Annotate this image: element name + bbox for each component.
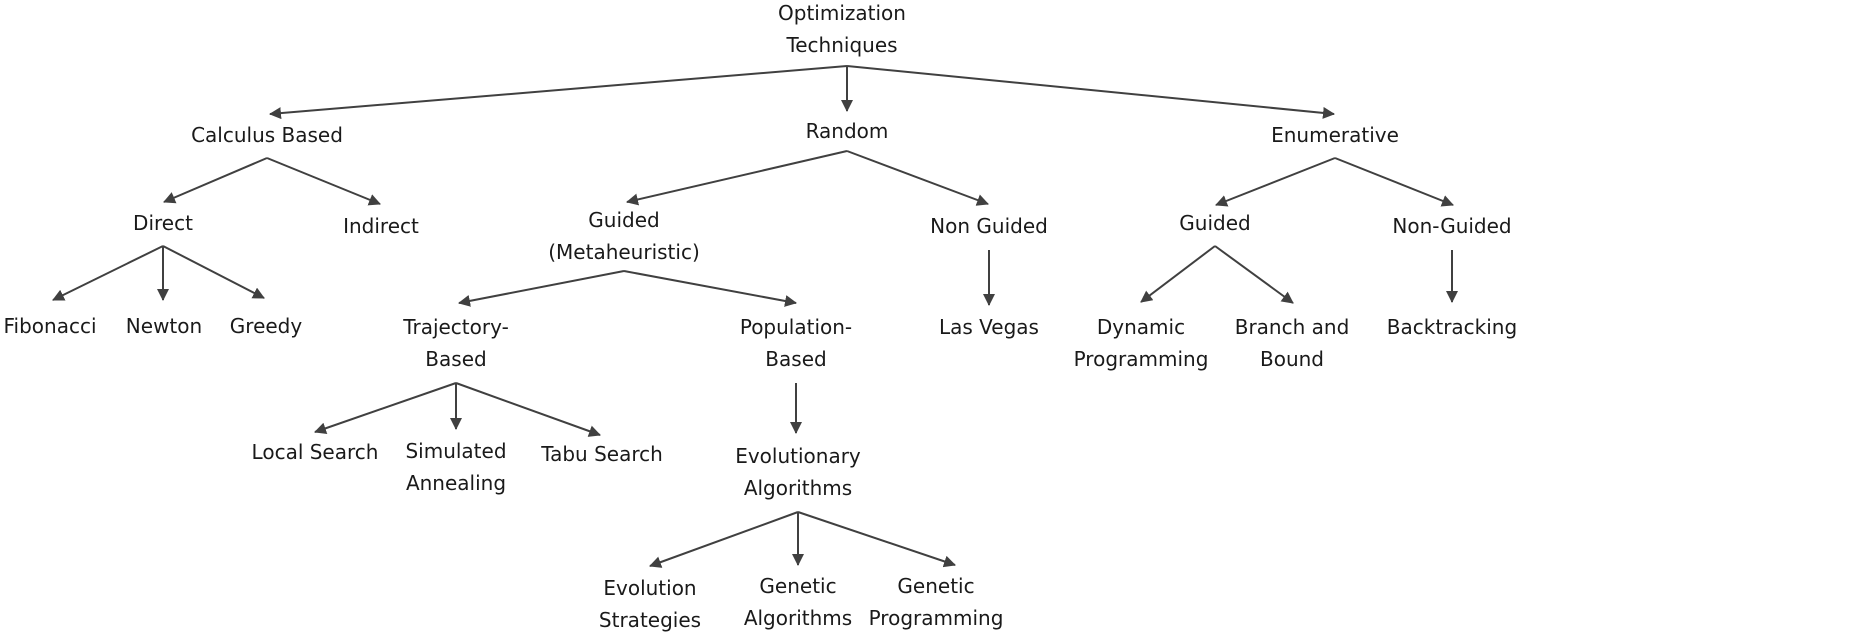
edge-trajectory-to-tabu-search-arrow — [455, 382, 601, 437]
node-trajectory-line-1: Trajectory- — [402, 315, 509, 339]
node-population-line-1: Population- — [740, 315, 852, 339]
edge-evolutionary-to-evolution-strategies-arrow — [649, 511, 799, 568]
node-greedy: Greedy — [230, 314, 303, 338]
node-genetic-programming-line-2: Programming — [869, 606, 1004, 630]
edge-direct-to-greedy-arrow — [162, 245, 265, 299]
node-genetic-algorithms-line-2: Algorithms — [744, 606, 852, 630]
node-direct: Direct — [133, 211, 193, 235]
node-direct-line-1: Direct — [133, 211, 193, 235]
node-backtracking: Backtracking — [1387, 315, 1517, 339]
node-calculus: Calculus Based — [191, 123, 343, 147]
node-indirect-line-1: Indirect — [343, 214, 419, 238]
node-local-search: Local Search — [252, 440, 379, 464]
edge-random-to-non-guided-arrow — [846, 150, 989, 206]
node-random-line-1: Random — [806, 119, 889, 143]
edge-evolutionary-to-genetic-programming-arrow — [797, 511, 956, 568]
edge-enum-guided-to-branch-and-bound-arrow — [1214, 245, 1294, 304]
node-guided-meta: Guided (Metaheuristic) — [548, 208, 700, 264]
node-non-guided-line-1: Non Guided — [930, 214, 1048, 238]
edge-guided-meta-to-trajectory-arrow — [458, 270, 625, 307]
node-calculus-line-1: Calculus Based — [191, 123, 343, 147]
edge-root-to-enumerative-arrow — [846, 65, 1335, 119]
node-tabu-search: Tabu Search — [540, 442, 663, 466]
node-branch-and-bound-line-2: Bound — [1260, 347, 1324, 371]
node-enumerative-line-1: Enumerative — [1271, 123, 1399, 147]
node-simulated-annealing-line-1: Simulated — [405, 439, 506, 463]
node-trajectory: Trajectory- Based — [402, 315, 509, 371]
node-root-line-2: Techniques — [785, 33, 897, 57]
node-enumerative: Enumerative — [1271, 123, 1399, 147]
node-population-line-2: Based — [765, 347, 826, 371]
node-dynamic-programming-line-2: Programming — [1074, 347, 1209, 371]
edge-calculus-to-indirect-arrow — [266, 157, 381, 206]
edge-trajectory-to-local-search-arrow — [314, 382, 457, 435]
node-evolutionary-line-2: Algorithms — [744, 476, 852, 500]
node-population: Population- Based — [740, 315, 852, 371]
node-non-guided: Non Guided — [930, 214, 1048, 238]
node-fibonacci: Fibonacci — [3, 314, 96, 338]
node-enum-guided: Guided — [1179, 211, 1250, 235]
node-root-line-1: Optimization — [778, 1, 906, 25]
node-backtracking-line-1: Backtracking — [1387, 315, 1517, 339]
node-genetic-programming-line-1: Genetic — [897, 574, 974, 598]
node-evolution-strategies-line-2: Strategies — [599, 608, 701, 632]
node-enum-non-guided-line-1: Non-Guided — [1392, 214, 1511, 238]
node-branch-and-bound-line-1: Branch and — [1235, 315, 1350, 339]
node-enum-non-guided: Non-Guided — [1392, 214, 1511, 238]
edge-direct-to-fibonacci-arrow — [52, 245, 164, 301]
node-evolution-strategies-line-1: Evolution — [603, 576, 696, 600]
node-evolutionary-line-1: Evolutionary — [735, 444, 861, 468]
node-indirect: Indirect — [343, 214, 419, 238]
node-fibonacci-line-1: Fibonacci — [3, 314, 96, 338]
edge-guided-meta-to-population-arrow — [623, 270, 797, 307]
edge-root-to-calculus-arrow — [269, 65, 848, 120]
node-tabu-search-line-1: Tabu Search — [540, 442, 663, 466]
edges — [52, 65, 1458, 568]
node-greedy-line-1: Greedy — [230, 314, 303, 338]
node-trajectory-line-2: Based — [425, 347, 486, 371]
edge-calculus-to-direct-arrow — [163, 157, 268, 204]
node-random: Random — [806, 119, 889, 143]
node-newton: Newton — [126, 314, 202, 338]
edge-enum-guided-to-dynamic-programming-arrow — [1140, 245, 1216, 303]
node-guided-meta-line-1: Guided — [588, 208, 659, 232]
edge-enumerative-to-enum-guided-arrow — [1215, 157, 1336, 207]
node-guided-meta-line-2: (Metaheuristic) — [548, 240, 700, 264]
node-las-vegas: Las Vegas — [939, 315, 1039, 339]
node-dynamic-programming-line-1: Dynamic — [1097, 315, 1185, 339]
node-genetic-algorithms-line-1: Genetic — [759, 574, 836, 598]
edge-random-to-guided-meta-arrow — [626, 150, 848, 206]
node-las-vegas-line-1: Las Vegas — [939, 315, 1039, 339]
node-local-search-line-1: Local Search — [252, 440, 379, 464]
node-newton-line-1: Newton — [126, 314, 202, 338]
node-simulated-annealing-line-2: Annealing — [406, 471, 506, 495]
node-enum-guided-line-1: Guided — [1179, 211, 1250, 235]
edge-enumerative-to-enum-non-guided-arrow — [1334, 157, 1454, 207]
